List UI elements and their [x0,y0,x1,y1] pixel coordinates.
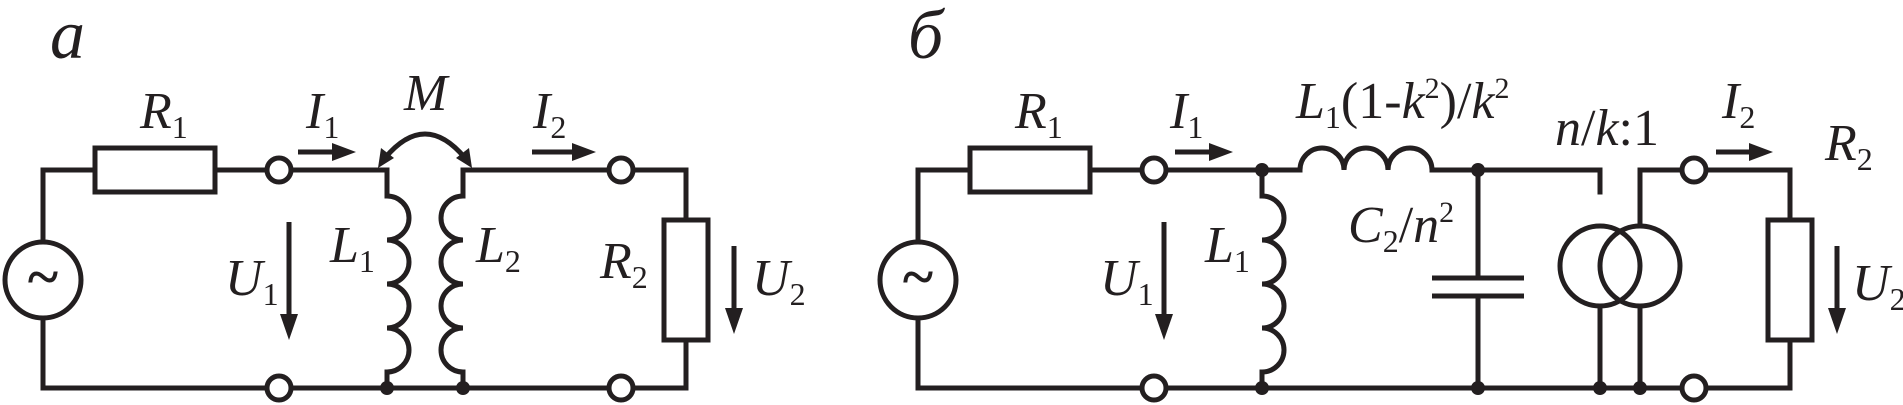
panel-b-junction-cap-top [1471,163,1485,177]
panel-a-wire-r2-bottom [630,337,689,391]
panel-b-junction-xfmr-secondary [1633,381,1647,395]
panel-b-label-leakage-inductance: L1(1-k2)/k2 [1295,72,1510,135]
panel-a-junction-l1 [380,381,394,395]
panel-a-label-l1: L1 [329,217,375,279]
panel-b-resistor-r2 [1765,217,1815,343]
panel-b-terminal-in-top [1139,155,1169,185]
panel-a-terminal-out-top [606,155,636,185]
panel-a-wire-left-top [40,167,98,245]
panel-b-wire-left-bottom [915,315,1144,391]
panel-a-label-i1: I1 [305,83,339,145]
panel-b-inductor-l1 [1259,193,1287,388]
panel-a-voltage-u1-arrow-icon [280,222,298,340]
panel-a-source-tilde-icon: ~ [28,244,58,309]
panel-a-resistor-r2 [661,217,711,343]
panel-b-wire-left-top [915,167,973,245]
panel-b-wire-r2-bottom [1703,337,1793,391]
panel-a-label-l2: L2 [475,217,521,279]
panel-b-terminal-out-bottom [1679,373,1709,403]
panel-a-coupling-arc [383,131,467,160]
panel-b-voltage-u1-arrow-icon [1155,222,1173,340]
panel-a-coupling-arrow-right-icon [456,148,472,168]
panel-a-terminal-in-top [264,155,294,185]
panel-b-label-i1: I1 [1169,83,1203,145]
panel-b-terminal-in-bottom [1139,373,1169,403]
panel-b-label-l1: L1 [1204,217,1250,279]
panel-b-terminal-out-top [1679,155,1709,185]
panel-a-label-u1: U1 [225,250,279,312]
panel-a-voltage-source: ~ [2,239,84,321]
panel-b-label-u1: U1 [1100,250,1154,312]
panel-b-label-u2: U2 [1852,255,1903,317]
panel-a-label-r2: R2 [599,233,648,295]
panel-a-junction-l2 [456,381,470,395]
panel-b-junction-l1-bottom [1255,381,1269,395]
panel-b-resistor-r1 [967,145,1093,195]
panel-b-label-turns-ratio: n/k:1 [1555,100,1659,157]
panel-a-label-i2: I2 [532,83,566,145]
panel-b-label-r2: R2 [1824,115,1873,177]
panel-a-wire-l2-top [460,167,611,199]
panel-b-junction-cap-bottom [1471,381,1485,395]
panel-b-wire-to-transformer [1429,167,1603,195]
panel-a-label-r1: R1 [139,83,188,145]
panel-a-resistor-r1 [92,145,218,195]
panel-b-label-i2: I2 [1721,73,1755,135]
panel-a-inductor-l2 [438,193,466,388]
panel-a-label-u2: U2 [752,250,806,312]
panel-b-junction-l1-top [1255,163,1269,177]
panel-a-terminal-out-bottom [606,373,636,403]
panel-b-voltage-source: ~ [877,239,959,321]
panel-a-current-i2-arrow-icon [532,143,596,161]
panel-a-inductor-l1 [384,193,412,388]
panel-b-junction-xfmr-primary [1593,381,1607,395]
panel-a-letter: а [50,0,85,74]
panel-b-current-i1-arrow-icon [1175,143,1233,161]
panel-b-label-capacitance: C2/n2 [1348,196,1454,259]
panel-a-label-m: M [403,65,450,122]
panel-b-letter: б [908,0,946,74]
panel-b-source-tilde-icon: ~ [903,244,933,309]
panel-a-current-i1-arrow-icon [298,143,356,161]
panel-b-wire-xfmr-secondary-top [1637,167,1685,229]
panel-b-current-i2-arrow-icon [1716,143,1773,161]
panel-b: б ~ [877,0,1903,403]
panel-b-voltage-u2-arrow-icon [1828,246,1846,334]
panel-a-voltage-u2-arrow-icon [725,246,743,334]
panel-b-label-r1: R1 [1014,83,1063,145]
panel-b-inductor-leakage [1297,145,1435,171]
panel-a-coupling-arrow-left-icon [378,148,394,168]
panel-a-terminal-in-bottom [264,373,294,403]
panel-a-wire-to-r2-top [630,167,689,223]
panel-b-wire-to-r2-top [1703,167,1793,223]
panel-a-wire-left-bottom [40,315,269,391]
panel-a: а ~ [2,0,806,403]
panel-a-wire-to-l1-top [288,167,390,199]
